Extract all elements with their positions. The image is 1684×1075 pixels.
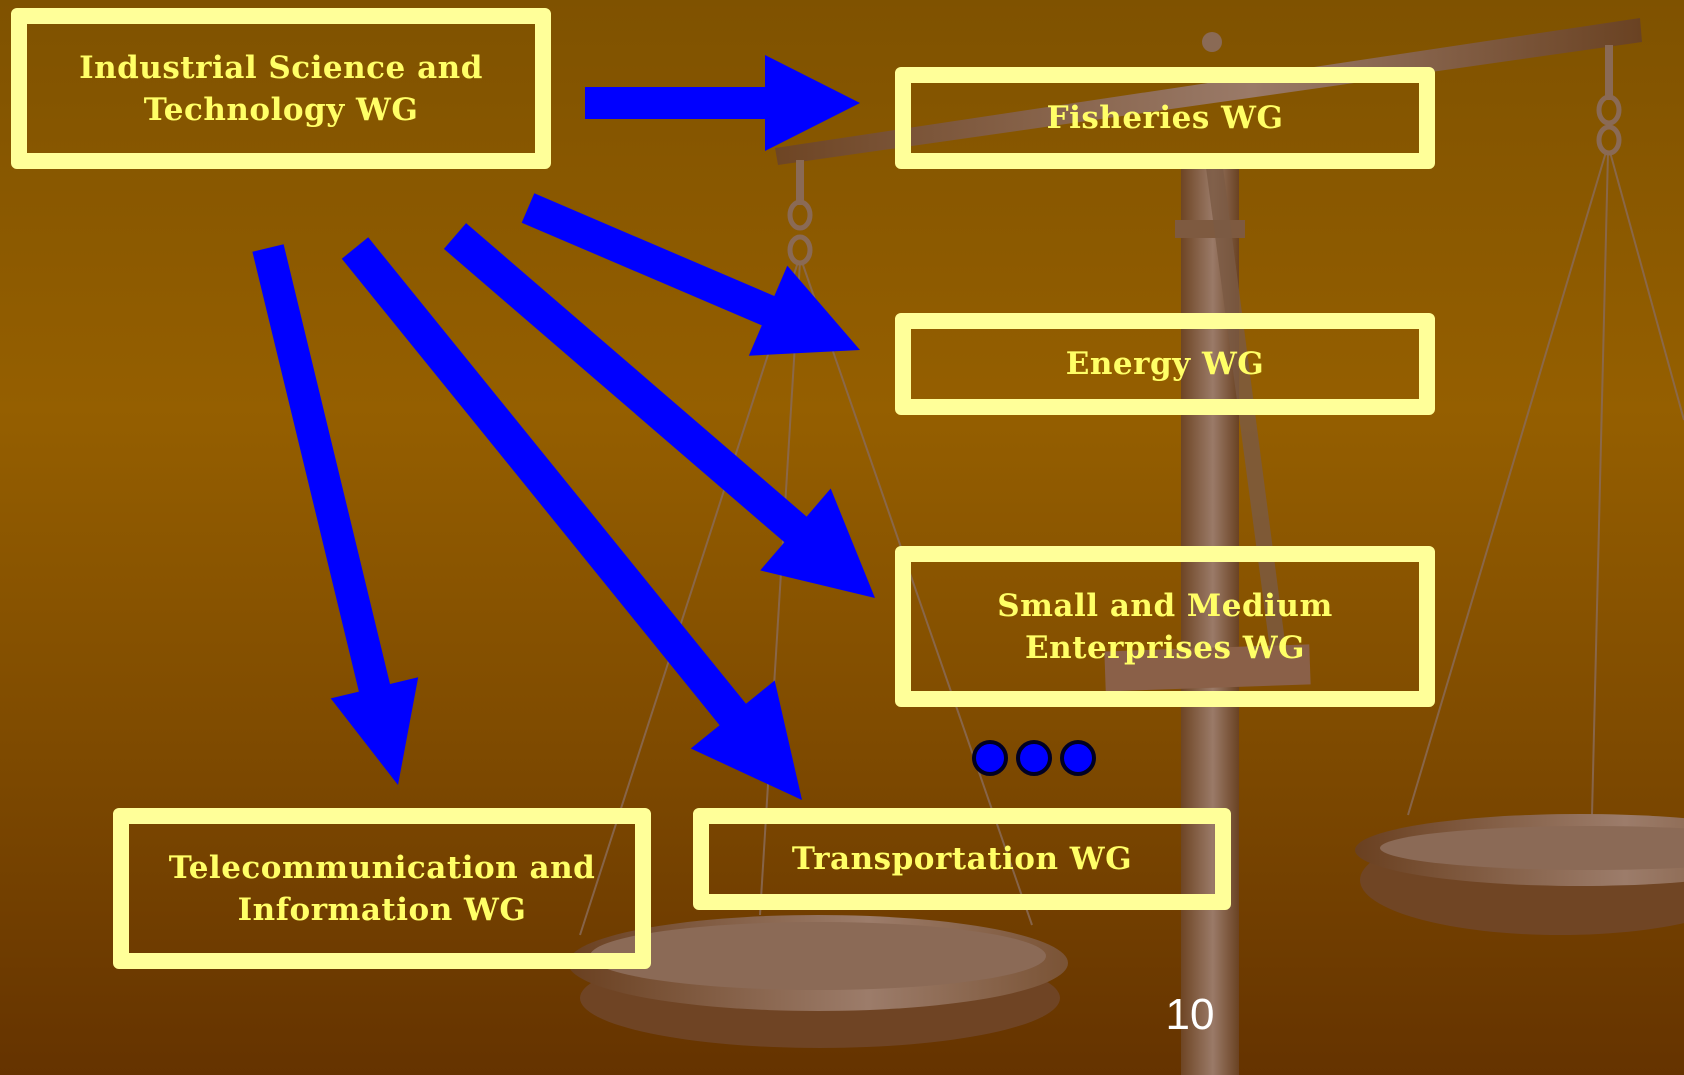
- page-number: 10: [1165, 990, 1215, 1039]
- node-industrial-science-technology: Industrial Science and Technology WG: [11, 8, 551, 169]
- node-label: Fisheries WG: [1046, 100, 1284, 136]
- ellipsis-dots-icon: [972, 740, 1096, 776]
- arrow-to-energy: [521, 193, 860, 356]
- node-label: Small and Medium Enterprises WG: [997, 587, 1333, 666]
- node-label: Telecommunication and Information WG: [168, 849, 596, 928]
- node-label: Industrial Science and Technology WG: [79, 49, 483, 128]
- arrow-to-sme: [443, 223, 875, 598]
- arrow-to-telecom: [252, 244, 419, 785]
- node-label: Transportation WG: [791, 841, 1133, 877]
- arrow-to-fisheries: [585, 55, 860, 151]
- arrow-to-transportation: [341, 237, 802, 801]
- node-fisheries: Fisheries WG: [895, 67, 1435, 169]
- node-transportation: Transportation WG: [693, 808, 1231, 910]
- node-label: Energy WG: [1065, 346, 1265, 382]
- node-energy: Energy WG: [895, 313, 1435, 415]
- node-small-medium-enterprises: Small and Medium Enterprises WG: [895, 546, 1435, 707]
- node-telecommunication-information: Telecommunication and Information WG: [113, 808, 651, 969]
